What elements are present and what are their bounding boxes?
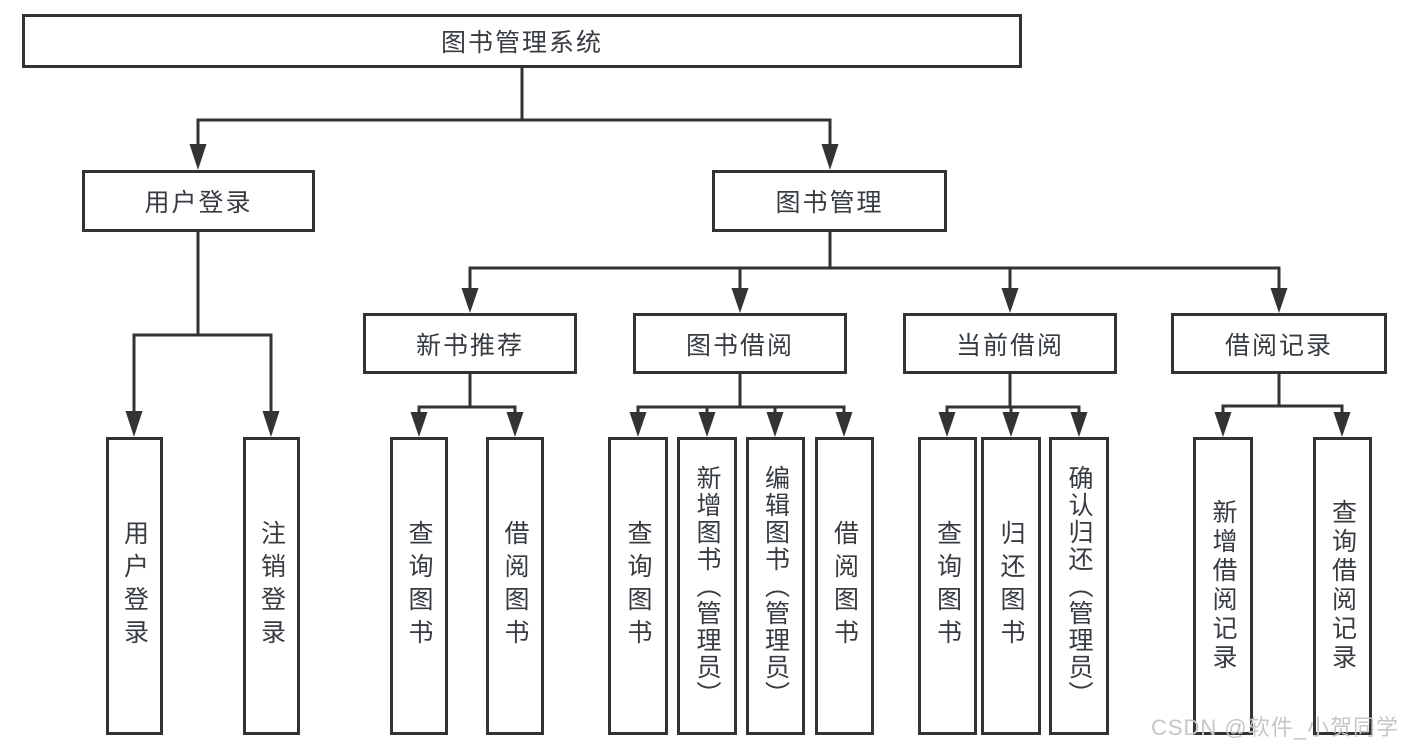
node-book-management-branch-label: 图书管理 [775, 189, 884, 217]
leaf-confirm-return-admin: 确认归还（管理员） [1049, 437, 1109, 735]
leaf-query-books-recommend-label: 查询图书 [405, 520, 433, 652]
leaf-user-login: 用户登录 [106, 437, 163, 735]
leaf-add-books-admin: 新增图书（管理员） [677, 437, 737, 735]
leaf-query-books-current: 查询图书 [918, 437, 977, 735]
node-library-system-label: 图书管理系统 [440, 29, 603, 57]
leaf-borrow-books-borrowing: 借阅图书 [815, 437, 874, 735]
node-book-borrowing: 图书借阅 [633, 313, 847, 374]
leaf-query-books-recommend: 查询图书 [390, 437, 448, 735]
node-new-book-recommend-label: 新书推荐 [415, 331, 524, 360]
leaf-logout: 注销登录 [243, 437, 300, 735]
leaf-return-books-label: 归还图书 [997, 520, 1025, 652]
leaf-add-borrow-record: 新增借阅记录 [1193, 437, 1253, 735]
node-library-system: 图书管理系统 [22, 14, 1022, 68]
node-book-borrowing-label: 图书借阅 [685, 331, 794, 360]
node-user-login-branch-label: 用户登录 [144, 189, 253, 217]
leaf-edit-books-admin-label: 编辑图书（管理员） [761, 464, 790, 708]
leaf-query-borrow-record-label: 查询借阅记录 [1328, 499, 1357, 673]
node-borrowing-records-label: 借阅记录 [1224, 331, 1333, 360]
leaf-edit-books-admin: 编辑图书（管理员） [746, 437, 805, 735]
leaf-user-login-label: 用户登录 [120, 520, 149, 652]
leaf-return-books: 归还图书 [981, 437, 1041, 735]
leaf-confirm-return-admin-label: 确认归还（管理员） [1065, 464, 1093, 708]
leaf-logout-label: 注销登录 [257, 520, 286, 652]
node-book-management-branch: 图书管理 [712, 170, 947, 232]
node-new-book-recommend: 新书推荐 [363, 313, 577, 374]
leaf-query-books-current-label: 查询图书 [933, 520, 962, 652]
leaf-borrow-books-recommend-label: 借阅图书 [501, 520, 529, 652]
leaf-borrow-books-recommend: 借阅图书 [486, 437, 544, 735]
watermark: CSDN @软件_小贺同学 [1150, 715, 1399, 740]
leaf-query-books-borrowing-label: 查询图书 [624, 520, 652, 652]
node-user-login-branch: 用户登录 [82, 170, 315, 232]
leaf-borrow-books-borrowing-label: 借阅图书 [830, 520, 859, 652]
leaf-query-books-borrowing: 查询图书 [608, 437, 668, 735]
node-borrowing-records: 借阅记录 [1171, 313, 1387, 374]
node-current-borrowing: 当前借阅 [903, 313, 1117, 374]
leaf-add-borrow-record-label: 新增借阅记录 [1209, 499, 1237, 673]
node-current-borrowing-label: 当前借阅 [955, 331, 1064, 360]
leaf-add-books-admin-label: 新增图书（管理员） [693, 464, 721, 708]
leaf-query-borrow-record: 查询借阅记录 [1313, 437, 1372, 735]
